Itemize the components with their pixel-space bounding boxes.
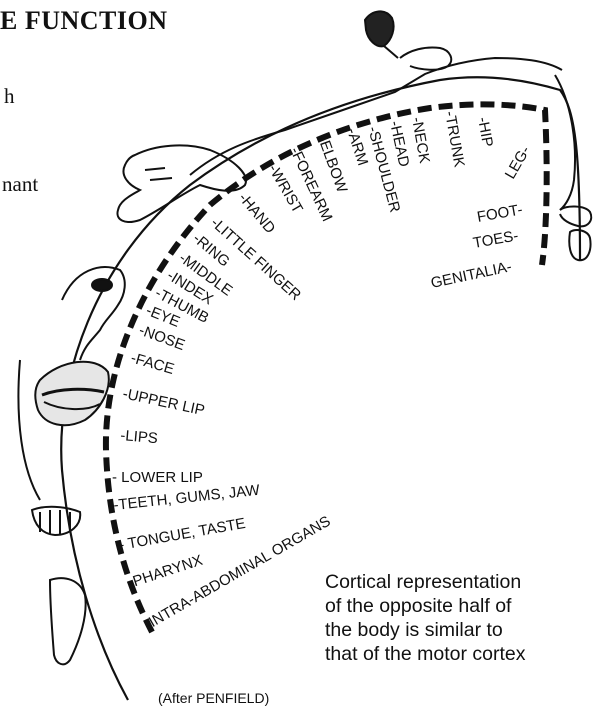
label-pharynx: -PHARYNX [126,552,205,592]
hand-figure-icon [117,145,245,222]
caption-line: that of the motor cortex [325,642,526,666]
caption: Cortical representation of the opposite … [325,570,526,666]
label-genitalia: GENITALIA- [429,258,513,292]
label-toes: TOES- [472,227,520,252]
label-tongue-taste: - TONGUE, TASTE [118,515,247,554]
label-lower-lip: - LOWER LIP [112,469,203,486]
label-leg: LEG- [502,143,534,182]
label-hand: -HAND [235,190,279,237]
label-nose: -NOSE [137,322,187,354]
pharynx-figure-icon [50,578,86,664]
source-credit: (After PENFIELD) [158,690,269,706]
caption-line: the body is similar to [325,618,526,642]
label-teeth-gums-jaw: -TEETH, GUMS, JAW [113,482,262,514]
label-face: -FACE [129,350,176,379]
label-trunk: -TRUNK [441,110,468,169]
caption-line: of the opposite half of [325,594,526,618]
label-upper-lip: -UPPER LIP [121,385,206,419]
label-foot: FOOT- [476,201,524,226]
label-hip: -HIP [474,116,496,148]
caption-line: Cortical representation [325,570,526,594]
label-lips: -LIPS [120,427,159,447]
